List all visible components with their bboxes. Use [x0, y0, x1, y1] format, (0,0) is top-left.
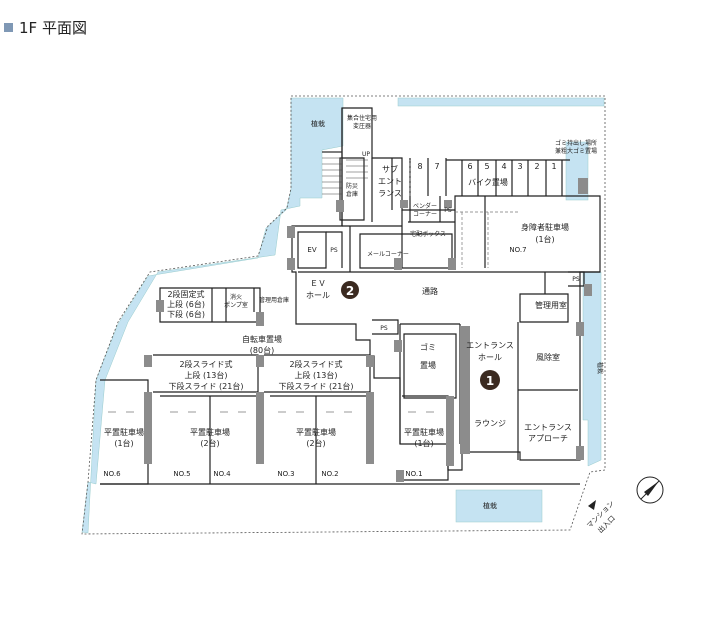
marker-2: 2 [341, 281, 359, 299]
label-bike-2: 2 [534, 162, 539, 171]
label-transformer-2: 変圧器 [353, 122, 371, 130]
label-trash-room-2: 置場 [420, 360, 436, 370]
label-ev-hall-2: ホール [306, 291, 330, 300]
label-slide-right-1: 2段スライド式 [289, 359, 342, 369]
label-slide-left-2: 上段 (13台) [185, 370, 228, 380]
label-bike-3: 3 [517, 162, 522, 171]
label-bike-1: 1 [551, 162, 556, 171]
label-entrance-hall-2: ホール [478, 353, 502, 362]
label-planting-right: 植栽 [596, 362, 604, 374]
label-no6: NO.6 [103, 470, 121, 478]
label-no1: NO.1 [405, 470, 422, 478]
label-no7: NO.7 [509, 246, 526, 254]
svg-text:1: 1 [486, 374, 494, 388]
label-slide-left-1: 2段スライド式 [179, 359, 232, 369]
label-bike-parking: バイク置場 [468, 177, 508, 187]
label-entrance-approach-2: アプローチ [528, 434, 568, 443]
label-lounge: ラウンジ [474, 419, 506, 428]
compass-icon [636, 476, 664, 504]
label-slide-right-3: 下段スライド (21台) [279, 381, 354, 391]
label-entrance-approach-1: エントランス [524, 423, 572, 432]
site-boundary [81, 95, 606, 535]
label-trash-area-2: 兼粗大ゴミ置場 [555, 147, 597, 155]
dashed-lines [409, 160, 520, 268]
label-flat-no54-2: (2台) [200, 438, 219, 448]
label-vending-1: ベンダー [413, 202, 437, 210]
label-fire-pump-1: 消火 [230, 293, 242, 301]
label-windbreak: 風除室 [536, 352, 560, 362]
label-flat-no1-2: (1台) [414, 438, 433, 448]
label-bike-4: 4 [501, 162, 506, 171]
label-bicycle-parking-1: 自転車置場 [242, 334, 282, 344]
label-ps-right: PS [572, 276, 580, 283]
stairs [322, 151, 368, 195]
label-fire-pump-2: ポンプ室 [224, 301, 248, 309]
planting-top-strip [397, 97, 605, 107]
label-bike-6: 6 [467, 162, 472, 171]
marker-1: 1 [480, 370, 500, 390]
label-mgmt-store: 管理用倉庫 [259, 296, 289, 304]
label-flat-no32-1: 平置駐車場 [296, 427, 336, 437]
label-flat-no1-1: 平置駐車場 [404, 427, 444, 437]
label-flat-no6-1: 平置駐車場 [104, 427, 144, 437]
label-entrance-hall-1: エントランス [466, 341, 514, 350]
label-disaster-store-1: 防災 [346, 182, 358, 190]
label-flat-no54-1: 平置駐車場 [190, 427, 230, 437]
label-slide-left-3: 下段スライド (21台) [169, 381, 244, 391]
label-fixed-2tier-2: 上段 (6台) [167, 299, 205, 309]
label-disabled-parking-1: 身障者駐車場 [521, 222, 569, 232]
label-flat-no6-2: (1台) [114, 438, 133, 448]
label-ps-vending: PS [444, 207, 452, 214]
label-disabled-parking-2: (1台) [535, 234, 554, 244]
label-bicycle-parking-2: (80台) [250, 345, 274, 355]
label-transformer-1: 集合住宅用 [347, 114, 377, 122]
label-ev-hall-1: ＥＶ [310, 279, 326, 288]
label-flat-no32-2: (2台) [306, 438, 325, 448]
label-trash-room-1: ゴミ [420, 342, 436, 352]
label-disaster-store-2: 倉庫 [346, 190, 358, 198]
page-title: 1F 平面図 [4, 16, 87, 38]
label-fixed-2tier-3: 下段 (6台) [167, 309, 205, 319]
label-vending-2: コーナー [413, 211, 437, 218]
label-sub-entrance-1: サブ [382, 164, 398, 174]
label-sub-entrance-2: エント [378, 177, 402, 186]
label-no4: NO.4 [213, 470, 231, 478]
label-corridor: 通路 [422, 286, 438, 296]
label-ps-ev: PS [330, 247, 338, 254]
label-bike-8: 8 [417, 162, 422, 171]
label-mgmt-room: 管理用室 [535, 300, 567, 310]
planting-bottom [455, 489, 543, 523]
page-title-text: 1F 平面図 [19, 18, 87, 37]
label-planting-bottom: 植栽 [483, 501, 497, 510]
label-planting-top: 植栽 [311, 119, 325, 128]
title-square-icon [4, 22, 13, 32]
svg-text:2: 2 [346, 284, 354, 298]
label-slide-right-2: 上段 (13台) [295, 370, 338, 380]
label-trash-area-1: ゴミ持出し場所 [555, 139, 597, 147]
label-bike-5: 5 [484, 162, 489, 171]
entry-arrow-icon [588, 500, 596, 510]
label-ps-bicycle: PS [380, 325, 388, 332]
label-delivery-box: 宅配ボックス [410, 230, 446, 238]
label-no5: NO.5 [173, 470, 190, 478]
label-fixed-2tier-1: 2段固定式 [167, 289, 204, 299]
pillars [144, 178, 592, 482]
label-sub-entrance-3: ランス [378, 189, 402, 198]
planting-right [582, 271, 602, 467]
label-up: UP [362, 151, 370, 158]
label-mail-corner: メールコーナー [367, 251, 409, 258]
label-no3: NO.3 [277, 470, 294, 478]
label-bike-7: 7 [434, 162, 439, 171]
label-no2: NO.2 [321, 470, 338, 478]
label-ev: EV [307, 246, 316, 254]
